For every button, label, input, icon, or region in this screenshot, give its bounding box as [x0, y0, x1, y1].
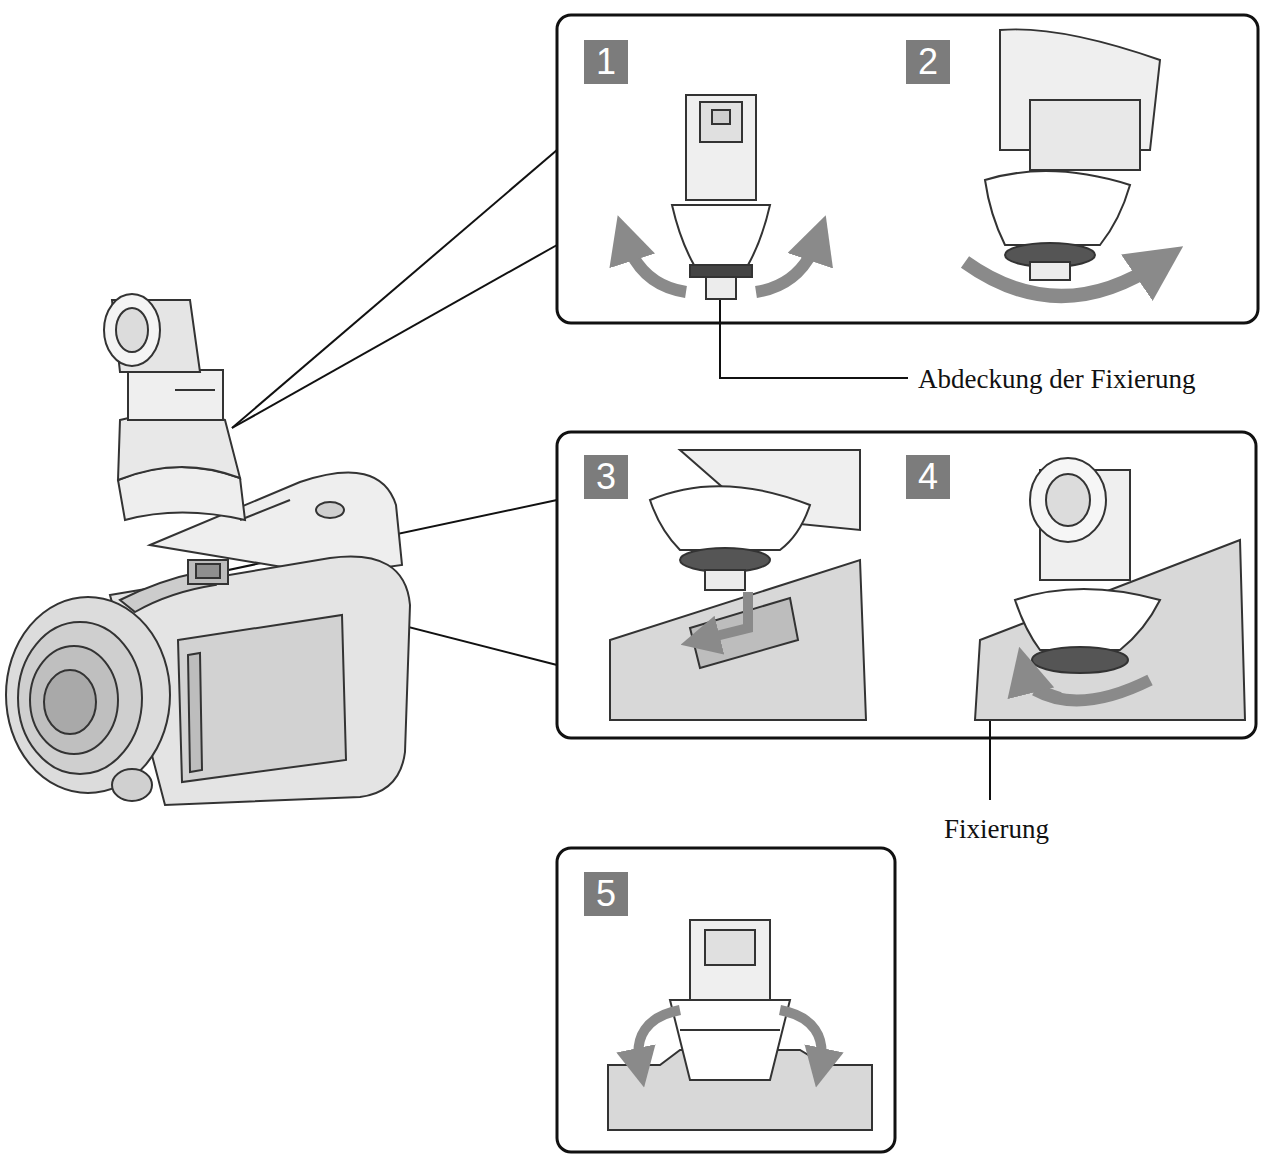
- callout-number: 5: [584, 872, 628, 916]
- panel-3-art: [610, 450, 866, 720]
- panel-4-art: [975, 458, 1245, 720]
- panel-5-art: [608, 920, 872, 1130]
- panel-frames: [557, 15, 1258, 1152]
- callout-number: 1: [584, 40, 628, 84]
- panel-1-art: [625, 95, 818, 299]
- part-name: Abdeckung der Fixierung: [918, 362, 1195, 396]
- callout-number: 3: [584, 455, 628, 499]
- callout-number: 4: [906, 455, 950, 499]
- part-name: Fixierung: [944, 812, 1049, 846]
- callout-number: 2: [906, 40, 950, 84]
- panel-2-art: [965, 29, 1160, 296]
- camcorder: [6, 473, 410, 805]
- microphone: [104, 294, 245, 520]
